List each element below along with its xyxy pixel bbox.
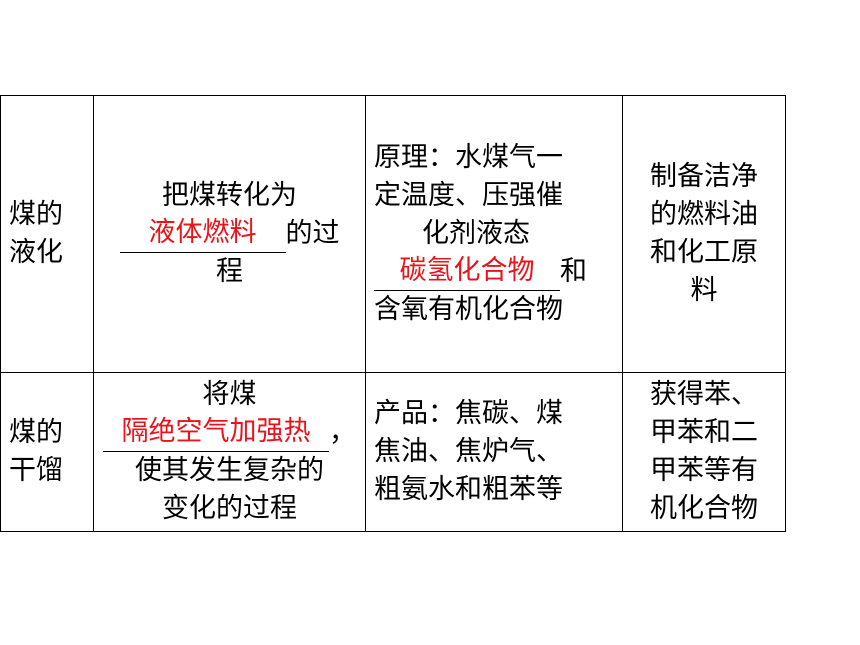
principle-text: 和 bbox=[560, 256, 587, 287]
row-name-line: 干馏 bbox=[9, 455, 63, 486]
principle-text: 化剂液态 bbox=[422, 218, 530, 249]
purpose-text: 料 bbox=[690, 275, 718, 306]
cell-definition-liquefaction: 把煤转化为 液体燃料的过 程 bbox=[93, 95, 366, 373]
purpose-text: 甲苯等有 bbox=[650, 455, 758, 486]
fill-blank: 液体燃料 bbox=[119, 216, 286, 253]
definition-text: 程 bbox=[216, 256, 243, 287]
definition-text: 将煤 bbox=[202, 379, 257, 410]
definition-text: 使其发生复杂的 bbox=[135, 455, 324, 486]
row-name-line: 煤的 bbox=[9, 417, 63, 448]
purpose-text: 获得苯、 bbox=[650, 379, 758, 410]
purpose-text: 的燃料油 bbox=[650, 199, 758, 230]
definition-fill-line: 隔绝空气加强热 ， bbox=[95, 414, 365, 452]
product-text: 产品：焦碳、煤 bbox=[374, 398, 563, 429]
principle-text: 定温度、压强催 bbox=[374, 180, 563, 211]
product-text: 焦油、焦炉气、 bbox=[374, 436, 563, 467]
row-name-line: 液化 bbox=[9, 237, 63, 268]
purpose-text: 和化工原 bbox=[650, 237, 758, 268]
cell-purpose-distillation: 获得苯、 甲苯和二 甲苯等有 机化合物 bbox=[622, 372, 786, 532]
answer-text: 碳氢化合物 bbox=[399, 255, 535, 286]
definition-text: ， bbox=[329, 417, 356, 448]
fill-blank: 隔绝空气加强热 bbox=[103, 415, 329, 452]
product-text: 粗氨水和粗苯等 bbox=[374, 474, 563, 505]
purpose-text: 制备洁净 bbox=[650, 161, 758, 192]
coal-processing-table: 煤的 液化 把煤转化为 液体燃料的过 程 原理：水煤气一 定温度、压强催 化剂液… bbox=[0, 95, 786, 532]
cell-principle-liquefaction: 原理：水煤气一 定温度、压强催 化剂液态 碳氢化合物和 含氧有机化合物 bbox=[365, 95, 623, 373]
answer-text: 隔绝空气加强热 bbox=[121, 416, 311, 447]
principle-text: 含氧有机化合物 bbox=[374, 294, 563, 325]
cell-products-distillation: 产品：焦碳、煤 焦油、焦炉气、 粗氨水和粗苯等 bbox=[365, 372, 623, 532]
cell-name-distillation: 煤的 干馏 bbox=[0, 372, 94, 532]
purpose-text: 机化合物 bbox=[650, 493, 758, 524]
definition-text: 把煤转化为 bbox=[162, 180, 297, 211]
principle-fill-line: 碳氢化合物和 bbox=[374, 253, 622, 291]
purpose-text: 甲苯和二 bbox=[650, 417, 758, 448]
answer-text: 液体燃料 bbox=[148, 217, 257, 248]
table-row-liquefaction: 煤的 液化 把煤转化为 液体燃料的过 程 原理：水煤气一 定温度、压强催 化剂液… bbox=[0, 95, 786, 373]
cell-definition-distillation: 将煤 隔绝空气加强热 ， 使其发生复杂的 变化的过程 bbox=[93, 372, 366, 532]
cell-purpose-liquefaction: 制备洁净 的燃料油 和化工原 料 bbox=[622, 95, 786, 373]
cell-name-liquefaction: 煤的 液化 bbox=[0, 95, 94, 373]
fill-blank: 碳氢化合物 bbox=[374, 254, 560, 291]
principle-text: 原理：水煤气一 bbox=[374, 142, 563, 173]
definition-fill-line: 液体燃料的过 bbox=[95, 215, 365, 253]
row-name-line: 煤的 bbox=[9, 199, 63, 230]
definition-text: 的过 bbox=[285, 218, 340, 249]
table-row-distillation: 煤的 干馏 将煤 隔绝空气加强热 ， 使其发生复杂的 变化的过程 产品：焦碳、煤 … bbox=[0, 372, 786, 532]
definition-text: 变化的过程 bbox=[162, 493, 297, 524]
